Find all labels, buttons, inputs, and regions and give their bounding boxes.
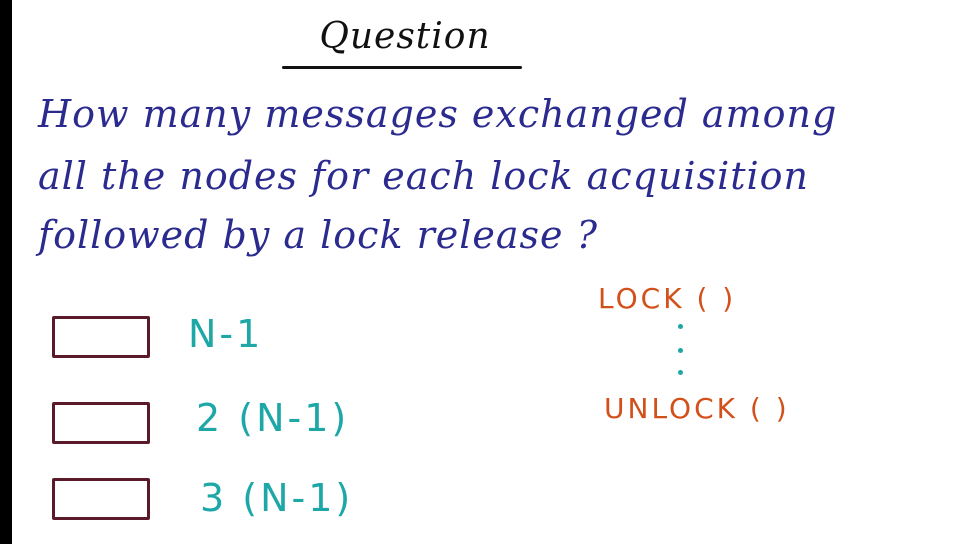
- option-2-checkbox[interactable]: [52, 402, 150, 444]
- vertical-ellipsis: [676, 322, 686, 382]
- option-3-label: 3 (N-1): [200, 476, 354, 520]
- ellipsis-dot: [678, 324, 683, 329]
- option-1-label: N-1: [188, 312, 264, 356]
- title-underline: [282, 66, 522, 69]
- option-2-label: 2 (N-1): [196, 396, 350, 440]
- question-line-1: How many messages exchanged among: [38, 92, 838, 136]
- question-line-2: all the nodes for each lock acquisition: [38, 154, 810, 198]
- left-edge-bar: [0, 0, 12, 544]
- option-1-checkbox[interactable]: [52, 316, 150, 358]
- question-line-3: followed by a lock release ?: [38, 213, 598, 257]
- ellipsis-dot: [678, 348, 683, 353]
- unlock-call-text: UNLOCK ( ): [604, 392, 790, 425]
- lock-call-text: LOCK ( ): [598, 282, 737, 315]
- ellipsis-dot: [678, 370, 683, 375]
- page-title: Question: [319, 16, 491, 57]
- option-3-checkbox[interactable]: [52, 478, 150, 520]
